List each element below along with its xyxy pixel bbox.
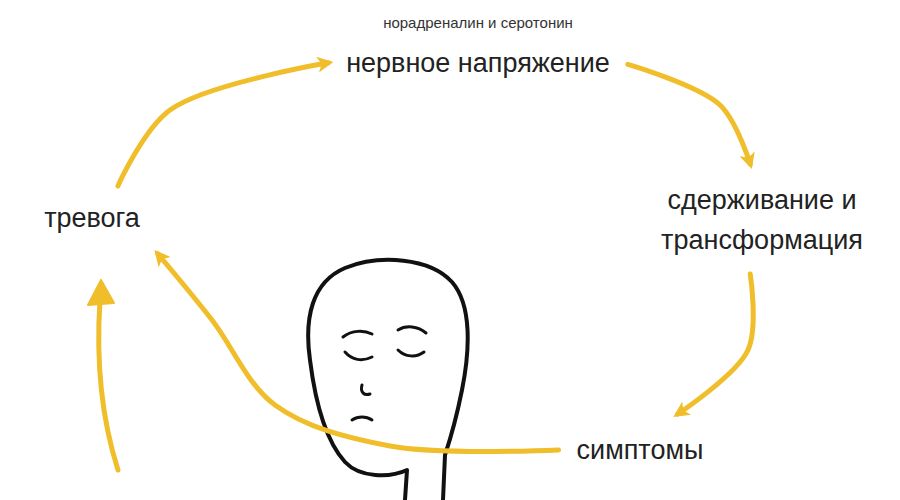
left-brow bbox=[343, 331, 372, 337]
cycle-node: симптомы bbox=[573, 428, 708, 472]
left-eye bbox=[345, 352, 372, 360]
arrow-head bbox=[88, 280, 114, 305]
right-brow bbox=[398, 327, 426, 333]
cycle-arrow bbox=[628, 64, 750, 164]
cycle-arrow bbox=[678, 274, 753, 414]
cycle-arrow bbox=[118, 63, 328, 186]
sad-face bbox=[308, 260, 468, 500]
head-outline bbox=[308, 260, 468, 500]
mouth bbox=[352, 417, 372, 420]
nose bbox=[361, 385, 370, 395]
extra-arrow bbox=[88, 280, 118, 470]
arrow-line bbox=[99, 300, 118, 470]
node-label: нервное напряжение bbox=[346, 43, 610, 83]
node-label: тревога bbox=[44, 198, 140, 238]
cycle-node: норадреналин и серотонин нервное напряжен… bbox=[342, 11, 614, 85]
node-label: симптомы bbox=[577, 430, 704, 470]
cycle-node: сдерживание и трансформация bbox=[645, 178, 880, 262]
cycle-arrow bbox=[158, 254, 559, 452]
node-label: сдерживание и трансформация bbox=[649, 180, 876, 260]
node-heading: норадреналин и серотонин bbox=[346, 13, 610, 33]
right-eye bbox=[398, 350, 424, 356]
cycle-node: тревога bbox=[40, 196, 144, 240]
